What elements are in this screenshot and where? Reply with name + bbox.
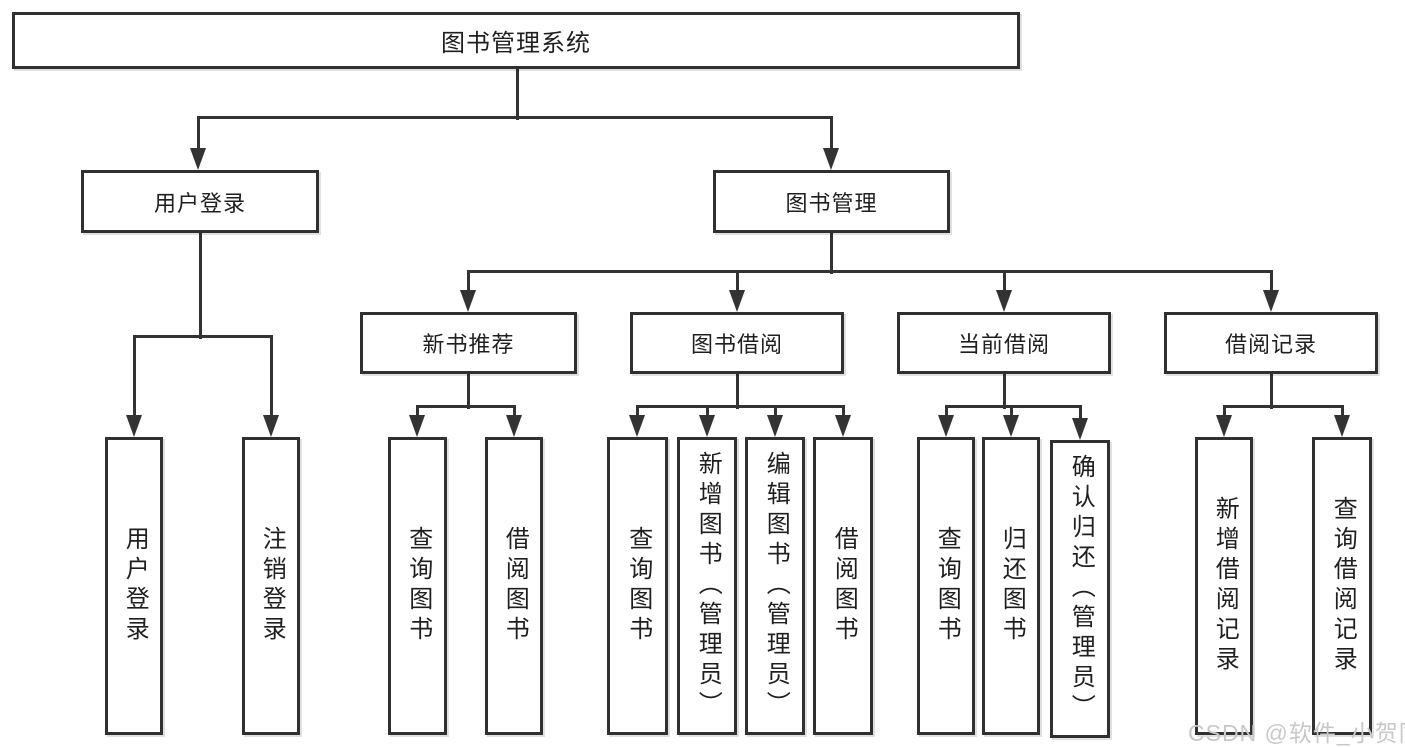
connector-drop-line bbox=[1009, 407, 1013, 415]
arrow-down-icon bbox=[1334, 415, 1350, 437]
node-borrowing-records: 借阅记录 bbox=[1164, 312, 1378, 374]
connector-vertical-line bbox=[1269, 374, 1273, 409]
arrow-down-icon bbox=[629, 415, 645, 437]
node-book-borrowing-label: 图书借阅 bbox=[690, 332, 783, 357]
arrow-down-icon bbox=[1003, 415, 1019, 437]
connector-horizontal-line bbox=[944, 404, 1082, 408]
node-new-book-recommend: 新书推荐 bbox=[360, 312, 577, 374]
connector-drop-line bbox=[196, 118, 200, 148]
arrow-down-icon bbox=[460, 290, 476, 312]
connector-vertical-line bbox=[466, 374, 470, 409]
connector-drop-line bbox=[1222, 407, 1226, 415]
leaf-edit-books-admin: 编辑图书（管理员） bbox=[745, 437, 805, 735]
leaf-logout: 注销登录 bbox=[242, 437, 300, 735]
node-book-management-label: 图书管理 bbox=[785, 190, 878, 216]
connector-drop-line bbox=[132, 337, 136, 415]
arrow-down-icon bbox=[699, 415, 715, 437]
arrow-down-icon bbox=[190, 148, 206, 170]
connector-vertical-line bbox=[198, 233, 202, 339]
leaf-recommend-borrow-books: 借阅图书 bbox=[485, 437, 543, 735]
connector-drop-line bbox=[705, 407, 709, 415]
leaf-recommend-borrow-books-label: 借阅图书 bbox=[501, 526, 529, 646]
connector-drop-line bbox=[1002, 272, 1006, 290]
arrow-down-icon bbox=[835, 415, 851, 437]
arrow-down-icon bbox=[1216, 415, 1232, 437]
arrow-down-icon bbox=[729, 290, 745, 312]
leaf-user-login: 用户登录 bbox=[105, 437, 163, 735]
leaf-return-books: 归还图书 bbox=[982, 437, 1040, 735]
leaf-query-borrow-record-label: 查询借阅记录 bbox=[1329, 496, 1357, 676]
leaf-edit-books-admin-label: 编辑图书（管理员） bbox=[762, 451, 790, 721]
leaf-current-query-books-label: 查询图书 bbox=[933, 526, 961, 646]
leaf-user-login-label: 用户登录 bbox=[121, 526, 149, 646]
connector-horizontal-line bbox=[1222, 404, 1344, 408]
connector-vertical-line bbox=[735, 374, 739, 409]
arrow-down-icon bbox=[1072, 418, 1088, 440]
connector-drop-line bbox=[1269, 272, 1273, 290]
connector-drop-line bbox=[829, 118, 833, 148]
connector-drop-line bbox=[269, 337, 273, 415]
node-user-login-label: 用户登录 bbox=[153, 190, 246, 216]
leaf-recommend-query-books: 查询图书 bbox=[388, 437, 447, 735]
node-borrowing-records-label: 借阅记录 bbox=[1224, 332, 1317, 357]
leaf-borrowing-borrow-books: 借阅图书 bbox=[813, 437, 873, 735]
node-new-book-recommend-label: 新书推荐 bbox=[422, 332, 515, 357]
connector-drop-line bbox=[415, 407, 419, 415]
leaf-current-query-books: 查询图书 bbox=[917, 437, 975, 735]
arrow-down-icon bbox=[263, 415, 279, 437]
leaf-logout-label: 注销登录 bbox=[258, 526, 286, 646]
arrow-down-icon bbox=[126, 415, 142, 437]
arrow-down-icon bbox=[409, 415, 425, 437]
leaf-add-books-admin-label: 新增图书（管理员） bbox=[694, 451, 722, 721]
leaf-confirm-return-admin-label: 确认归还（管理员） bbox=[1067, 454, 1095, 724]
leaf-add-books-admin: 新增图书（管理员） bbox=[677, 437, 737, 735]
node-root: 图书管理系统 bbox=[12, 12, 1020, 69]
leaf-recommend-query-books-label: 查询图书 bbox=[404, 526, 432, 646]
connector-horizontal-line bbox=[132, 334, 273, 338]
connector-drop-line bbox=[773, 407, 777, 415]
connector-drop-line bbox=[635, 407, 639, 415]
connector-drop-line bbox=[841, 407, 845, 415]
leaf-borrowing-query-books-label: 查询图书 bbox=[624, 526, 652, 646]
arrow-down-icon bbox=[767, 415, 783, 437]
leaf-add-borrow-record-label: 新增借阅记录 bbox=[1211, 496, 1239, 676]
connector-drop-line bbox=[1078, 407, 1082, 418]
node-current-borrowing-label: 当前借阅 bbox=[957, 332, 1050, 357]
node-current-borrowing: 当前借阅 bbox=[897, 312, 1111, 374]
connector-horizontal-line bbox=[415, 404, 516, 408]
leaf-confirm-return-admin: 确认归还（管理员） bbox=[1050, 440, 1110, 738]
connector-drop-line bbox=[466, 272, 470, 290]
connector-horizontal-line bbox=[196, 115, 833, 119]
node-user-login: 用户登录 bbox=[81, 170, 319, 233]
arrow-down-icon bbox=[1263, 290, 1279, 312]
node-book-borrowing: 图书借阅 bbox=[630, 312, 844, 374]
connector-vertical-line bbox=[515, 67, 519, 120]
connector-drop-line bbox=[944, 407, 948, 415]
node-root-label: 图书管理系统 bbox=[441, 30, 591, 57]
leaf-return-books-label: 归还图书 bbox=[998, 526, 1026, 646]
connector-vertical-line bbox=[1002, 374, 1006, 409]
leaf-add-borrow-record: 新增借阅记录 bbox=[1195, 437, 1253, 735]
arrow-down-icon bbox=[823, 148, 839, 170]
connector-drop-line bbox=[735, 272, 739, 290]
connector-horizontal-line bbox=[635, 404, 845, 408]
arrow-down-icon bbox=[506, 415, 522, 437]
leaf-query-borrow-record: 查询借阅记录 bbox=[1312, 437, 1372, 735]
node-book-management: 图书管理 bbox=[713, 170, 950, 233]
leaf-borrowing-borrow-books-label: 借阅图书 bbox=[830, 526, 858, 646]
watermark: CSDN @软件_小贺同学 bbox=[1188, 720, 1405, 746]
arrow-down-icon bbox=[996, 290, 1012, 312]
leaf-borrowing-query-books: 查询图书 bbox=[607, 437, 668, 735]
connector-drop-line bbox=[512, 407, 516, 415]
arrow-down-icon bbox=[938, 415, 954, 437]
connector-horizontal-line bbox=[466, 269, 1273, 273]
connector-drop-line bbox=[1340, 407, 1344, 415]
connector-vertical-line bbox=[829, 233, 833, 274]
